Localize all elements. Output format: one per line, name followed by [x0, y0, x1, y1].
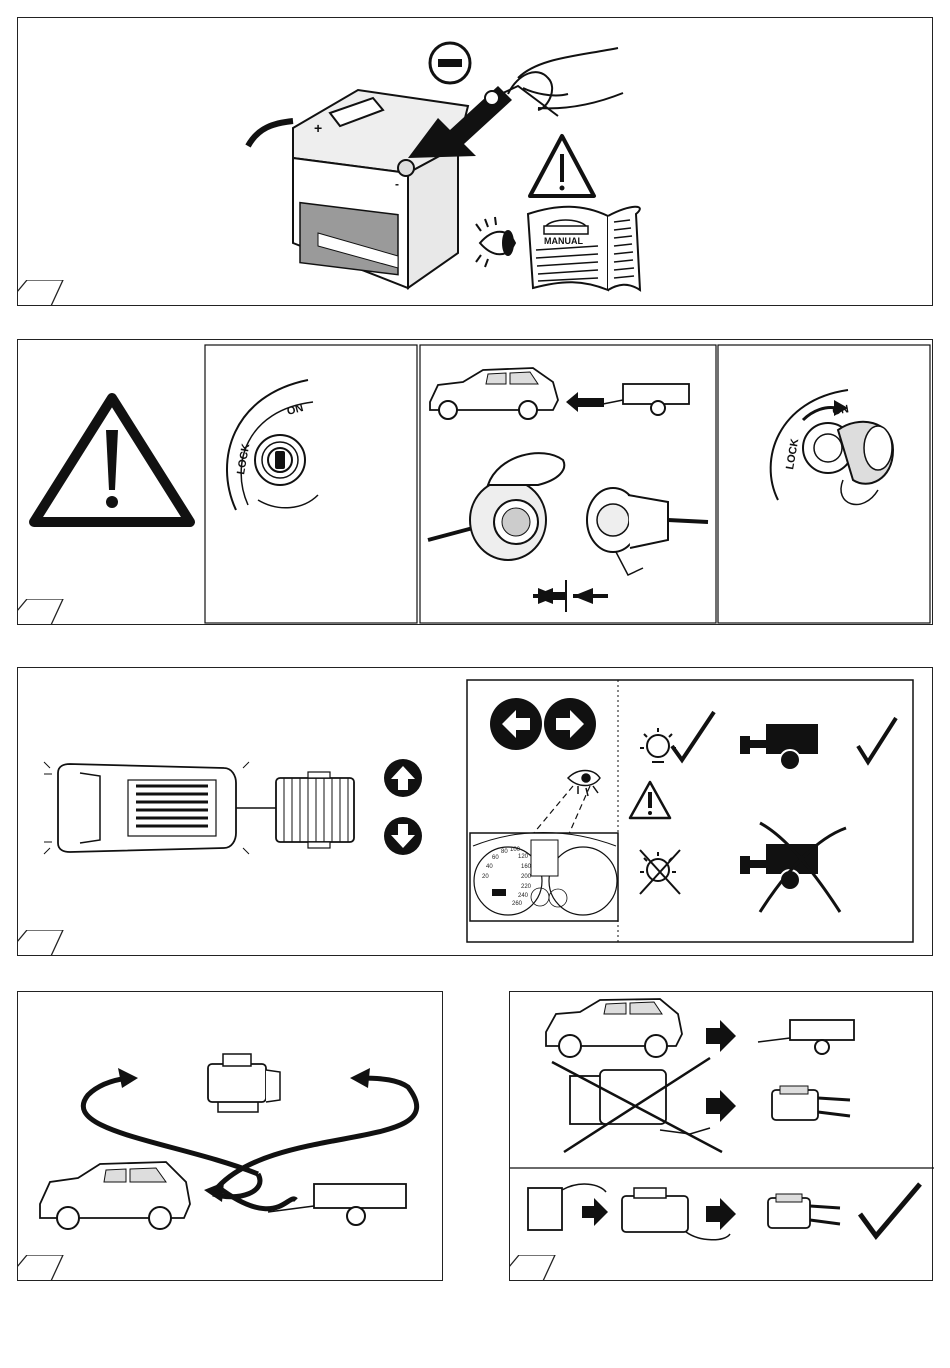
arrow-down-icon	[384, 817, 422, 855]
trailer-socket-icon	[428, 453, 564, 560]
lock-label: LOCK	[784, 438, 801, 471]
trailer-plug-icon	[587, 488, 708, 575]
arrow-right-icon	[706, 1090, 736, 1122]
arrow-right-icon	[582, 1198, 608, 1226]
eye-icon	[476, 217, 515, 267]
trailer-plug-icon	[772, 1086, 850, 1120]
manual-book-icon: MANUAL	[528, 207, 640, 290]
arrow-up-icon	[384, 759, 422, 797]
on-label: ON	[286, 402, 305, 418]
lock-label: LOCK	[235, 443, 252, 476]
negative-mark: -	[395, 177, 399, 191]
speedo-tick: 80	[501, 849, 508, 855]
on-label: ON	[831, 403, 849, 418]
speedo-tick: 20	[482, 874, 489, 880]
speedo-tick: 120	[518, 854, 529, 860]
adapter-icon	[208, 1054, 280, 1112]
speedo-tick: 260	[512, 901, 523, 907]
speedo-tick: 40	[486, 864, 493, 870]
panel-adapter-storage	[17, 991, 443, 1281]
instrument-cluster-icon: 20 40 60 80 100 120 160 200 220 240 260	[470, 833, 618, 922]
warning-triangle-icon	[34, 398, 190, 522]
check-icon	[860, 1184, 920, 1236]
panel-adapter-connection	[509, 991, 933, 1281]
check-icon	[858, 718, 896, 762]
positive-mark: +	[314, 120, 322, 136]
car-top-view-icon	[44, 762, 249, 854]
connect-arrows-icon	[533, 580, 608, 612]
trailer-side-icon	[758, 1020, 854, 1054]
right-indicator-icon	[544, 698, 596, 750]
manual-label: MANUAL	[544, 236, 583, 246]
frame-ignition-off	[205, 345, 417, 623]
battery-illustration: + -	[293, 90, 468, 288]
trailer-side-icon	[268, 1184, 406, 1225]
trailer-icon	[740, 724, 818, 770]
ignition-off-icon: LOCK ON	[227, 380, 318, 510]
left-indicator-icon	[490, 698, 542, 750]
speedo-tick: 200	[521, 874, 532, 880]
speedo-tick: 100	[510, 847, 521, 853]
battery-cable	[248, 121, 293, 146]
lamp-icon	[640, 728, 676, 762]
speedo-tick: 60	[492, 855, 499, 861]
panel-battery-disconnect: + -	[17, 17, 933, 306]
arrow-left-icon	[566, 392, 604, 412]
speedo-tick: 160	[521, 864, 532, 870]
panel-lighting-check: 20 40 60 80 100 120 160 200 220 240 260	[17, 667, 933, 956]
car-side-icon	[40, 1162, 190, 1229]
trailer-side-icon	[603, 384, 689, 415]
speedo-tick: 240	[518, 893, 529, 899]
caution-triangle-icon	[630, 782, 670, 818]
panel-ignition-connection: LOCK ON	[17, 339, 933, 625]
ignition-on-icon: LOCK ON	[771, 390, 893, 504]
hand-wrench-icon	[485, 48, 623, 116]
negative-terminal-icon	[430, 43, 470, 83]
frame-ignition-on	[718, 345, 930, 623]
trailer-top-view-icon	[276, 772, 354, 848]
car-side-icon	[546, 999, 682, 1057]
trailer-plug-icon	[768, 1194, 840, 1228]
arrow-right-icon	[706, 1020, 736, 1052]
check-icon	[672, 712, 714, 760]
caution-triangle-icon	[530, 136, 594, 196]
car-side-icon	[430, 368, 558, 419]
arrow-right-icon	[706, 1198, 736, 1230]
speedo-tick: 220	[521, 884, 532, 890]
eye-icon	[568, 771, 600, 797]
